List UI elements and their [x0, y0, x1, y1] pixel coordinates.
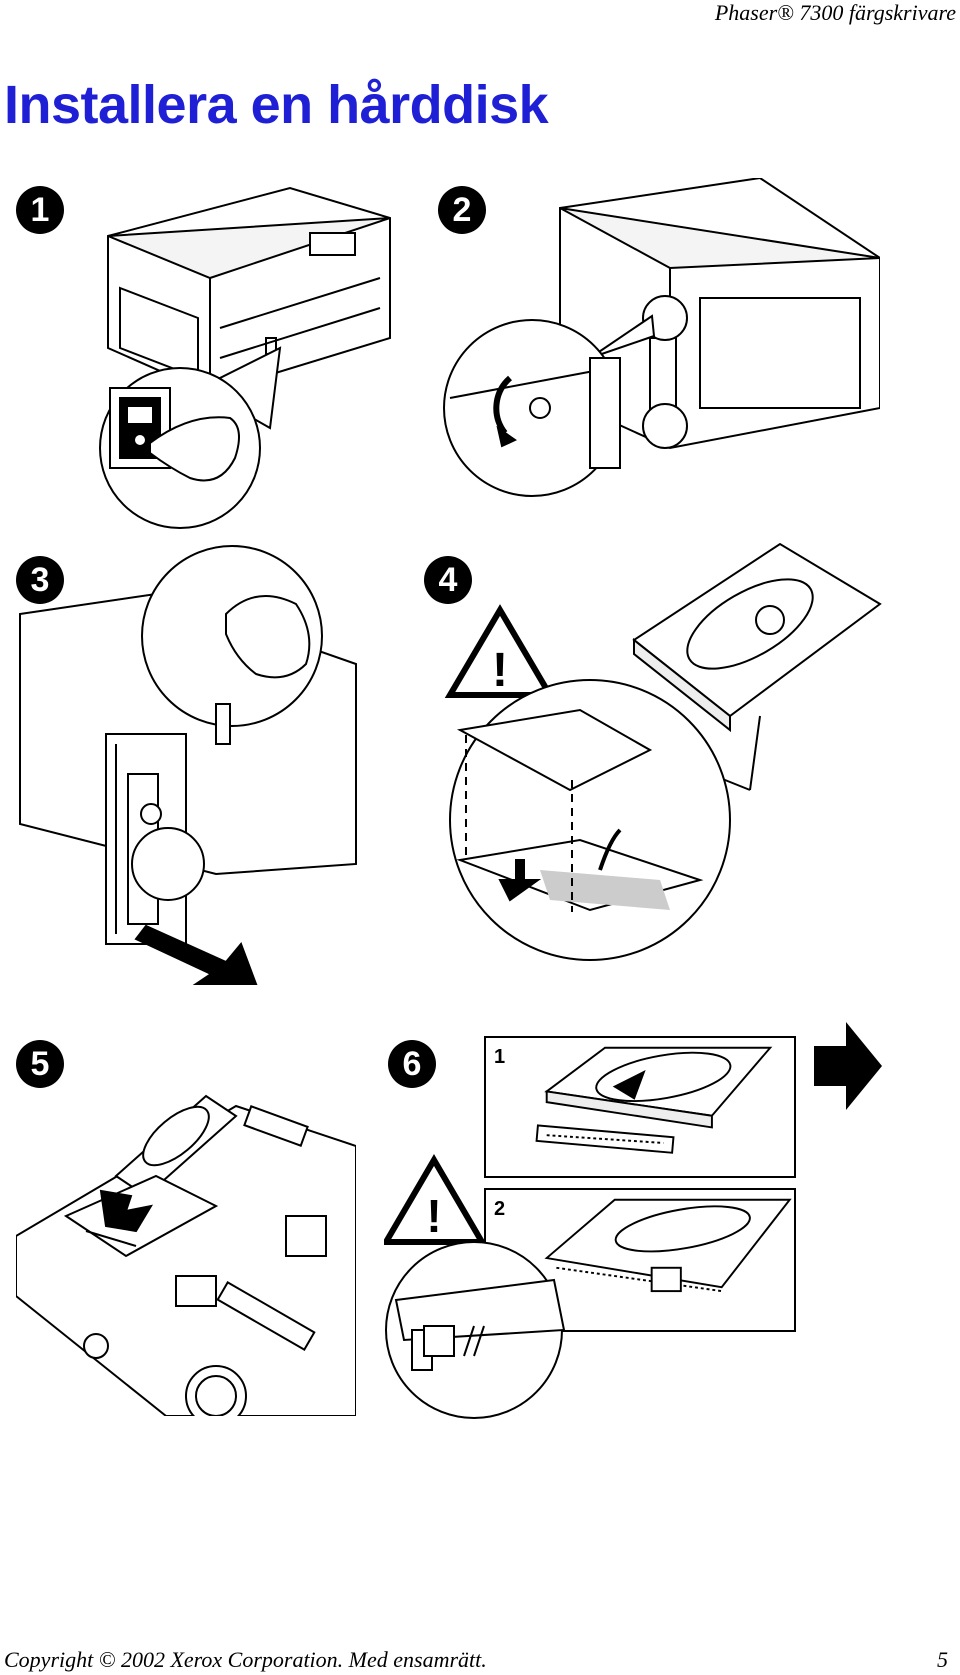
warning-icon: ! — [384, 1154, 488, 1245]
step-5-mount-drive-illustration — [16, 1086, 356, 1416]
step-6-badge: 6 — [388, 1040, 436, 1088]
step-4-hard-drive-illustration: ! — [420, 540, 884, 964]
step-1-power-off-illustration — [80, 178, 400, 530]
product-name-header: Phaser® 7300 färgskrivare — [714, 0, 956, 25]
step-5-badge: 5 — [16, 1040, 64, 1088]
step-2-badge: 2 — [438, 186, 486, 234]
svg-text:!: ! — [492, 644, 508, 697]
step-6-substep-1-illustration: 1 — [484, 1036, 796, 1178]
substep-2-label: 2 — [494, 1198, 506, 1220]
page-number: 5 — [937, 1647, 948, 1672]
hard-drive-icon — [632, 542, 882, 733]
printer-power-switch-icon — [99, 186, 391, 529]
printer-side-panel-icon — [19, 545, 357, 985]
warning-icon: ! — [444, 604, 556, 698]
step-4-badge: 4 — [424, 556, 472, 604]
circuit-board-icon — [16, 1094, 356, 1416]
screw-icon — [443, 178, 880, 497]
step-2-remove-screw-illustration — [440, 178, 880, 498]
step-1-badge: 1 — [16, 186, 64, 234]
copyright-footer: Copyright © 2002 Xerox Corporation. Med … — [4, 1647, 487, 1672]
step-6-warning-detail-illustration: ! — [384, 1150, 574, 1420]
svg-text:!: ! — [426, 1190, 441, 1242]
page-title: Installera en hårddisk — [4, 75, 549, 135]
step-6-substep-2-illustration: 2 — [484, 1188, 796, 1332]
next-page-arrow-icon — [812, 1020, 884, 1112]
step-3-pull-board-illustration — [16, 544, 368, 1004]
substep-1-label: 1 — [494, 1046, 506, 1068]
step-3-badge: 3 — [16, 556, 64, 604]
